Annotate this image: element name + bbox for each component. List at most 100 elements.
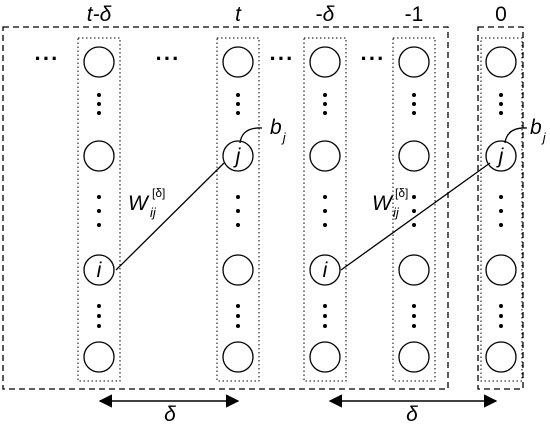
bias-hook [239, 127, 263, 144]
node-i [309, 254, 341, 286]
node [83, 341, 115, 373]
node-label-i: i [323, 259, 329, 282]
column-box-minus-delta [303, 37, 347, 382]
vertical-ellipsis-dot [412, 102, 416, 106]
node [222, 46, 254, 78]
vertical-ellipsis-dot [412, 93, 416, 97]
column-box-zero [480, 37, 523, 382]
vertical-ellipsis-dot [236, 324, 240, 328]
weight-label-sup: [δ] [152, 186, 165, 200]
vertical-ellipsis-dot [236, 209, 240, 213]
column-label-t-minus-delta: t-δ [87, 3, 112, 26]
column-label-t: t [235, 3, 242, 26]
node-label-j: j [233, 145, 242, 168]
node [309, 46, 341, 78]
node [83, 46, 115, 78]
horizontal-ellipsis: ··· [35, 46, 60, 71]
vertical-ellipsis-dot [499, 93, 503, 97]
weight-label: W [128, 192, 150, 215]
column-label-zero: 0 [495, 3, 507, 26]
vertical-ellipsis-dot [499, 304, 503, 308]
node-j [222, 140, 254, 172]
vertical-ellipsis-dot [323, 324, 327, 328]
node [309, 140, 341, 172]
column-box-t [216, 37, 260, 382]
node-i [83, 254, 115, 286]
vertical-ellipsis-dot [499, 314, 503, 318]
node-label-i: i [97, 259, 103, 282]
vertical-ellipsis-dot [323, 209, 327, 213]
node [398, 46, 430, 78]
vertical-ellipsis-dot [323, 223, 327, 227]
vertical-ellipsis-dot [97, 324, 101, 328]
vertical-ellipsis-dot [236, 93, 240, 97]
column-label-minus-delta: -δ [316, 3, 335, 26]
vertical-ellipsis-dot [97, 93, 101, 97]
vertical-ellipsis-dot [323, 93, 327, 97]
vertical-ellipsis-dot [412, 324, 416, 328]
node [222, 254, 254, 286]
vertical-ellipsis-dot [97, 102, 101, 106]
node [485, 341, 517, 373]
vertical-ellipsis-dot [323, 304, 327, 308]
vertical-ellipsis-dot [499, 195, 503, 199]
delta-span-label: δ [164, 403, 176, 424]
vertical-ellipsis-dot [97, 111, 101, 115]
weight-label-sub: ij [150, 205, 157, 220]
history-group-box [2, 26, 449, 390]
vertical-ellipsis-dot [97, 209, 101, 213]
horizontal-ellipsis: ··· [156, 46, 181, 71]
current-group-box [477, 26, 524, 390]
bias-label: bj [530, 116, 547, 145]
node [222, 341, 254, 373]
vertical-ellipsis-dot [412, 314, 416, 318]
vertical-ellipsis-dot [236, 195, 240, 199]
node-label-j: j [496, 145, 505, 168]
node-j [485, 140, 517, 172]
vertical-ellipsis-dot [499, 209, 503, 213]
bias-hook [504, 127, 528, 144]
vertical-ellipsis-dot [236, 223, 240, 227]
bias-label: bj [270, 116, 287, 145]
vertical-ellipsis-dot [236, 111, 240, 115]
vertical-ellipsis-dot [236, 304, 240, 308]
node [485, 46, 517, 78]
vertical-ellipsis-dot [499, 111, 503, 115]
node [398, 341, 430, 373]
column-box-minus-1 [392, 37, 436, 382]
vertical-ellipsis-dot [499, 102, 503, 106]
vertical-ellipsis-dot [323, 314, 327, 318]
vertical-ellipsis-dot [412, 195, 416, 199]
column-label-minus-1: -1 [405, 3, 424, 26]
column-box-t-minus-delta [77, 37, 121, 382]
vertical-ellipsis-dot [499, 223, 503, 227]
node [485, 254, 517, 286]
vertical-ellipsis-dot [412, 223, 416, 227]
vertical-ellipsis-dot [97, 304, 101, 308]
vertical-ellipsis-dot [97, 223, 101, 227]
vertical-ellipsis-dot [412, 209, 416, 213]
weight-label: W [372, 192, 394, 215]
node [398, 254, 430, 286]
weight-connection [115, 162, 225, 271]
delta-span-label: δ [406, 403, 418, 424]
vertical-ellipsis-dot [499, 324, 503, 328]
vertical-ellipsis-dot [323, 111, 327, 115]
node [398, 140, 430, 172]
vertical-ellipsis-dot [236, 314, 240, 318]
weight-label-sub: ij [393, 205, 400, 220]
node [83, 140, 115, 172]
vertical-ellipsis-dot [412, 111, 416, 115]
weight-connection [340, 162, 491, 271]
vertical-ellipsis-dot [323, 102, 327, 106]
vertical-ellipsis-dot [236, 102, 240, 106]
vertical-ellipsis-dot [97, 195, 101, 199]
vertical-ellipsis-dot [323, 195, 327, 199]
vertical-ellipsis-dot [97, 314, 101, 318]
weight-label-sup: [δ] [395, 186, 408, 200]
horizontal-ellipsis: ··· [361, 46, 386, 71]
vertical-ellipsis-dot [412, 304, 416, 308]
node [309, 341, 341, 373]
